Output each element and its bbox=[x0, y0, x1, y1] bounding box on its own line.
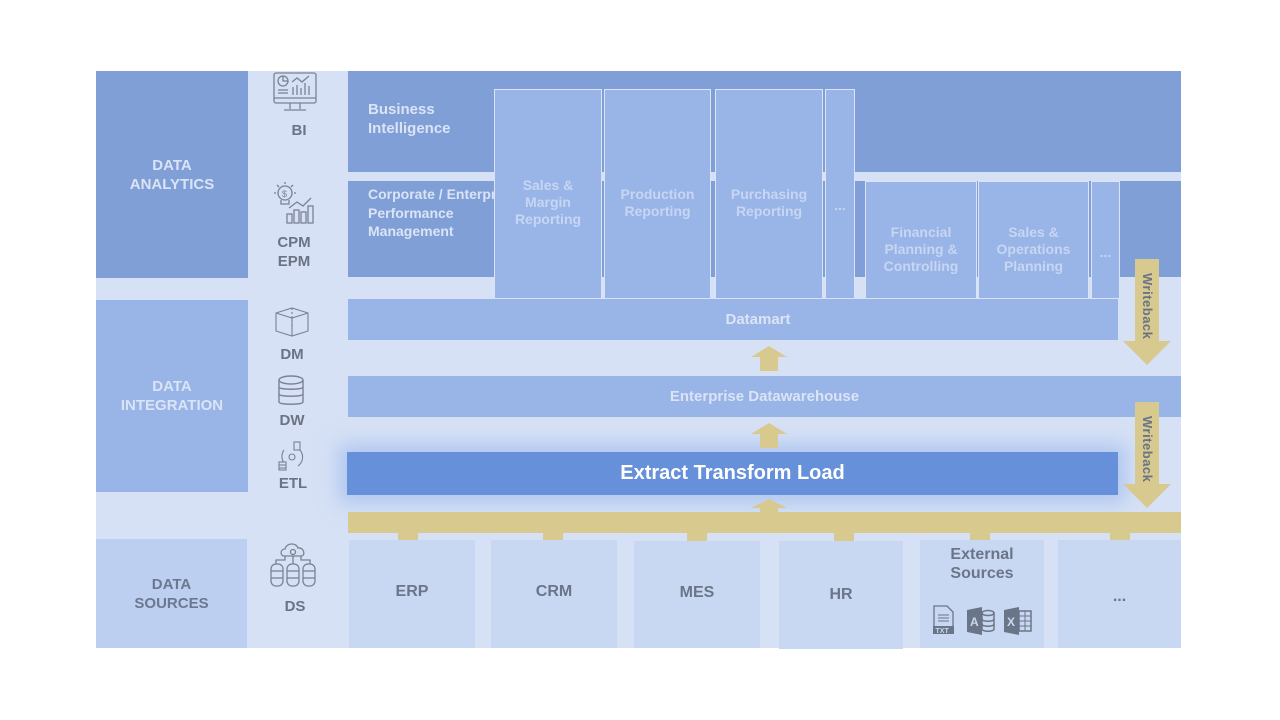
source-data-bus bbox=[348, 512, 1181, 533]
enterprise-datawarehouse-layer: Enterprise Datawarehouse bbox=[348, 376, 1181, 417]
excel-file-icon: X bbox=[1004, 607, 1032, 635]
dm-label: DM bbox=[280, 346, 304, 363]
bus-connector-external bbox=[970, 532, 990, 543]
performance-management-label: Corporate / Enterprise Performance Manag… bbox=[368, 186, 516, 239]
svg-text:$: $ bbox=[282, 189, 287, 199]
planning-column-more: ... bbox=[1091, 181, 1120, 299]
layer-data-integration: DATA INTEGRATION bbox=[96, 300, 248, 492]
bus-connector-more bbox=[1110, 532, 1130, 543]
planning-column-sales-operations: Sales & Operations Planning bbox=[978, 181, 1089, 299]
txt-file-icon: TXT bbox=[933, 605, 954, 635]
datamart-layer: Datamart bbox=[348, 299, 1118, 340]
ds-label: DS bbox=[284, 598, 306, 615]
datamart-cube-icon bbox=[272, 305, 312, 344]
source-more: ... bbox=[1058, 540, 1181, 648]
datawarehouse-database-icon bbox=[276, 374, 306, 413]
reporting-column-purchasing: Purchasing Reporting bbox=[715, 89, 823, 299]
source-erp: ERP bbox=[349, 540, 475, 648]
svg-text:X: X bbox=[1007, 615, 1015, 629]
flow-up-arrow-datamart bbox=[751, 346, 787, 371]
etl-layer: Extract Transform Load bbox=[347, 452, 1118, 495]
bi-label: BI bbox=[291, 122, 307, 139]
business-intelligence-label: Business Intelligence bbox=[368, 101, 451, 137]
reporting-column-sales-margin: Sales & Margin Reporting bbox=[494, 89, 602, 299]
data-sources-cloud-icon bbox=[270, 540, 318, 595]
source-mes: MES bbox=[634, 541, 760, 648]
bi-dashboard-icon bbox=[272, 72, 318, 119]
layer-data-sources: DATA SOURCES bbox=[96, 539, 247, 648]
flow-up-arrow-etl bbox=[751, 499, 787, 515]
etl-label: ETL bbox=[278, 475, 308, 492]
bus-connector-erp bbox=[398, 532, 418, 543]
reporting-column-more: ... bbox=[825, 89, 855, 299]
writeback-arrow-1: Writeback bbox=[1122, 259, 1172, 367]
source-external-label: External Sources bbox=[950, 546, 1014, 582]
planning-column-financial: Financial Planning & Controlling bbox=[865, 181, 977, 299]
cpm-lightbulb-chart-icon: $ bbox=[271, 182, 317, 229]
svg-text:TXT: TXT bbox=[936, 628, 950, 635]
layer-data-analytics: DATA ANALYTICS bbox=[96, 71, 248, 278]
writeback-label-1: Writeback bbox=[1140, 273, 1155, 340]
etl-cycle-icon bbox=[276, 440, 308, 477]
source-crm: CRM bbox=[491, 540, 617, 648]
source-hr: HR bbox=[779, 541, 903, 649]
cpm-epm-label: CPM EPM bbox=[277, 234, 311, 270]
bus-connector-hr bbox=[834, 532, 854, 543]
writeback-label-2: Writeback bbox=[1140, 416, 1155, 483]
reporting-column-production: Production Reporting bbox=[604, 89, 711, 299]
bus-connector-crm bbox=[543, 532, 563, 543]
flow-up-arrow-edw bbox=[751, 423, 787, 448]
svg-text:A: A bbox=[970, 615, 979, 629]
dw-label: DW bbox=[279, 412, 305, 429]
access-database-icon: A bbox=[967, 607, 995, 635]
writeback-arrow-2: Writeback bbox=[1122, 402, 1172, 510]
